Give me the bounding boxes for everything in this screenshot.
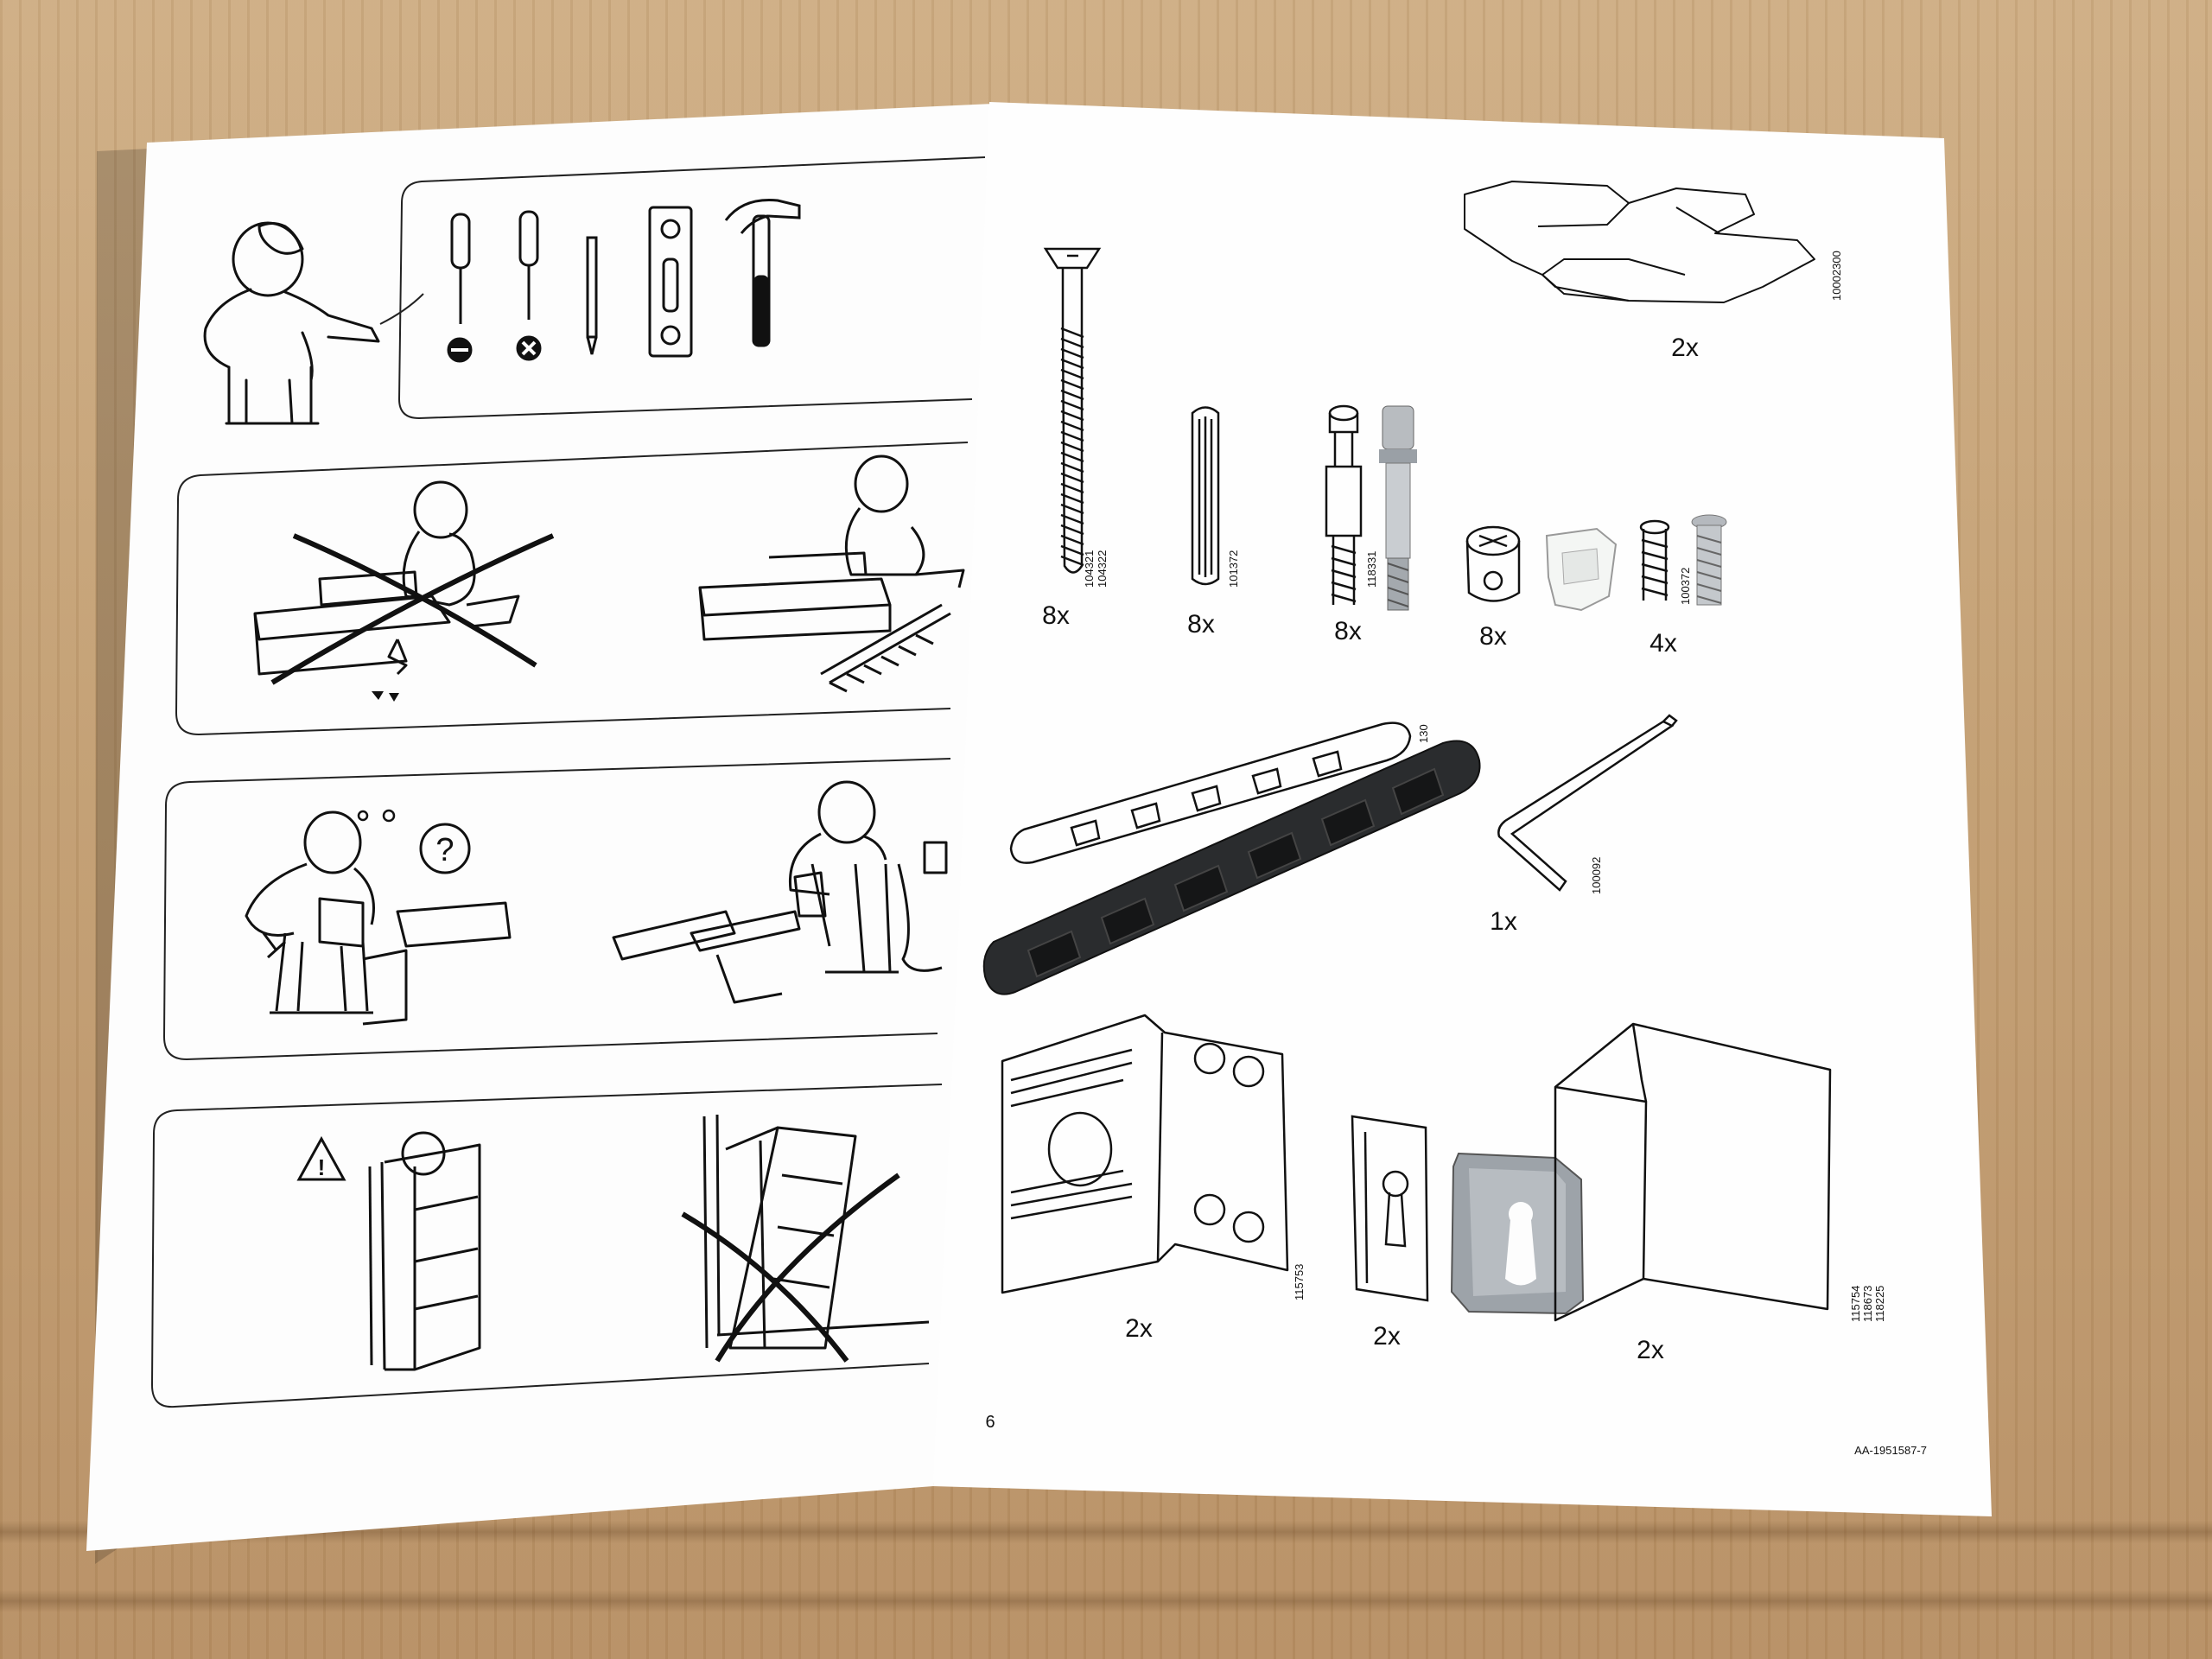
left-page [86,104,994,1551]
part-code: 10002300 [1830,251,1843,301]
hammer-icon [724,198,801,347]
long-screw-part [1043,247,1102,574]
confused-figure [245,810,512,1026]
part-quantity: 8x [1334,617,1362,645]
small-screw-photo [1691,514,1727,606]
part-quantity: 4x [1649,629,1677,658]
cross-mark [292,533,537,668]
phillips-screwdriver-icon [516,210,542,361]
flat-screwdriver-icon [447,213,473,363]
corner-panel-part [1554,1022,1832,1322]
page-number: 6 [985,1413,995,1432]
cam-bolt-part [1325,404,1363,605]
part-code: 104321 [1083,550,1096,588]
svg-text:?: ? [435,832,454,868]
damage-marks [372,691,399,702]
anchored-bookcase [368,1131,481,1371]
phone-figure [612,780,948,1004]
rail-photo [982,740,1481,995]
part-code: 118225 [1873,1286,1886,1322]
cam-bolt-photo [1379,405,1417,611]
cross-mark [270,533,555,685]
floor-panel [175,442,969,736]
part-quantity: 2x [1637,1336,1664,1364]
keyhole-bracket-photo [1450,1152,1585,1315]
right-page [933,102,1992,1516]
wall-bracket-part [1001,1014,1289,1294]
part-code: 130 [1417,724,1430,743]
spirit-level-icon [648,206,693,358]
pencil-icon [586,236,598,355]
hexagon-panel-part [1464,181,1815,303]
part-quantity: 8x [1479,622,1507,651]
ikea-figure-pointing [203,221,380,425]
part-quantity: 2x [1373,1322,1401,1351]
cardboard-crease [0,1590,2212,1612]
part-code: 100372 [1679,568,1692,605]
part-quantity: 8x [1042,601,1070,630]
cam-lock-photo [1545,527,1618,612]
part-code: 115753 [1293,1264,1306,1300]
part-quantity: 2x [1125,1314,1153,1343]
warning-triangle-icon: ! [296,1135,346,1181]
part-code: 118673 [1861,1286,1874,1322]
small-screw-part [1639,519,1670,601]
part-code: 118331 [1365,551,1378,588]
document-code: AA-1951587-7 [1854,1444,1927,1457]
dowel-part [1191,406,1220,586]
part-code: 100092 [1590,857,1603,894]
part-quantity: 8x [1187,610,1215,639]
help-panel [162,758,951,1061]
allen-key-part [1497,714,1678,892]
safety-panel [150,1084,943,1408]
keyhole-bracket-drawing [1351,1115,1429,1302]
cross-mark [715,1173,900,1363]
question-mark-icon: ? [357,809,471,874]
tools-panel [397,156,986,420]
part-quantity: 2x [1671,334,1699,362]
tipping-bookcase [702,1114,930,1350]
cam-lock-part [1465,525,1521,602]
part-code: 101372 [1227,550,1240,588]
part-code: 115754 [1849,1286,1862,1322]
part-code: 104322 [1096,550,1109,588]
cross-mark [681,1211,849,1363]
svg-text:!: ! [318,1154,326,1180]
part-quantity: 1x [1490,907,1517,936]
rail-drawing [1009,721,1412,864]
correct-floor-figure [698,454,965,693]
